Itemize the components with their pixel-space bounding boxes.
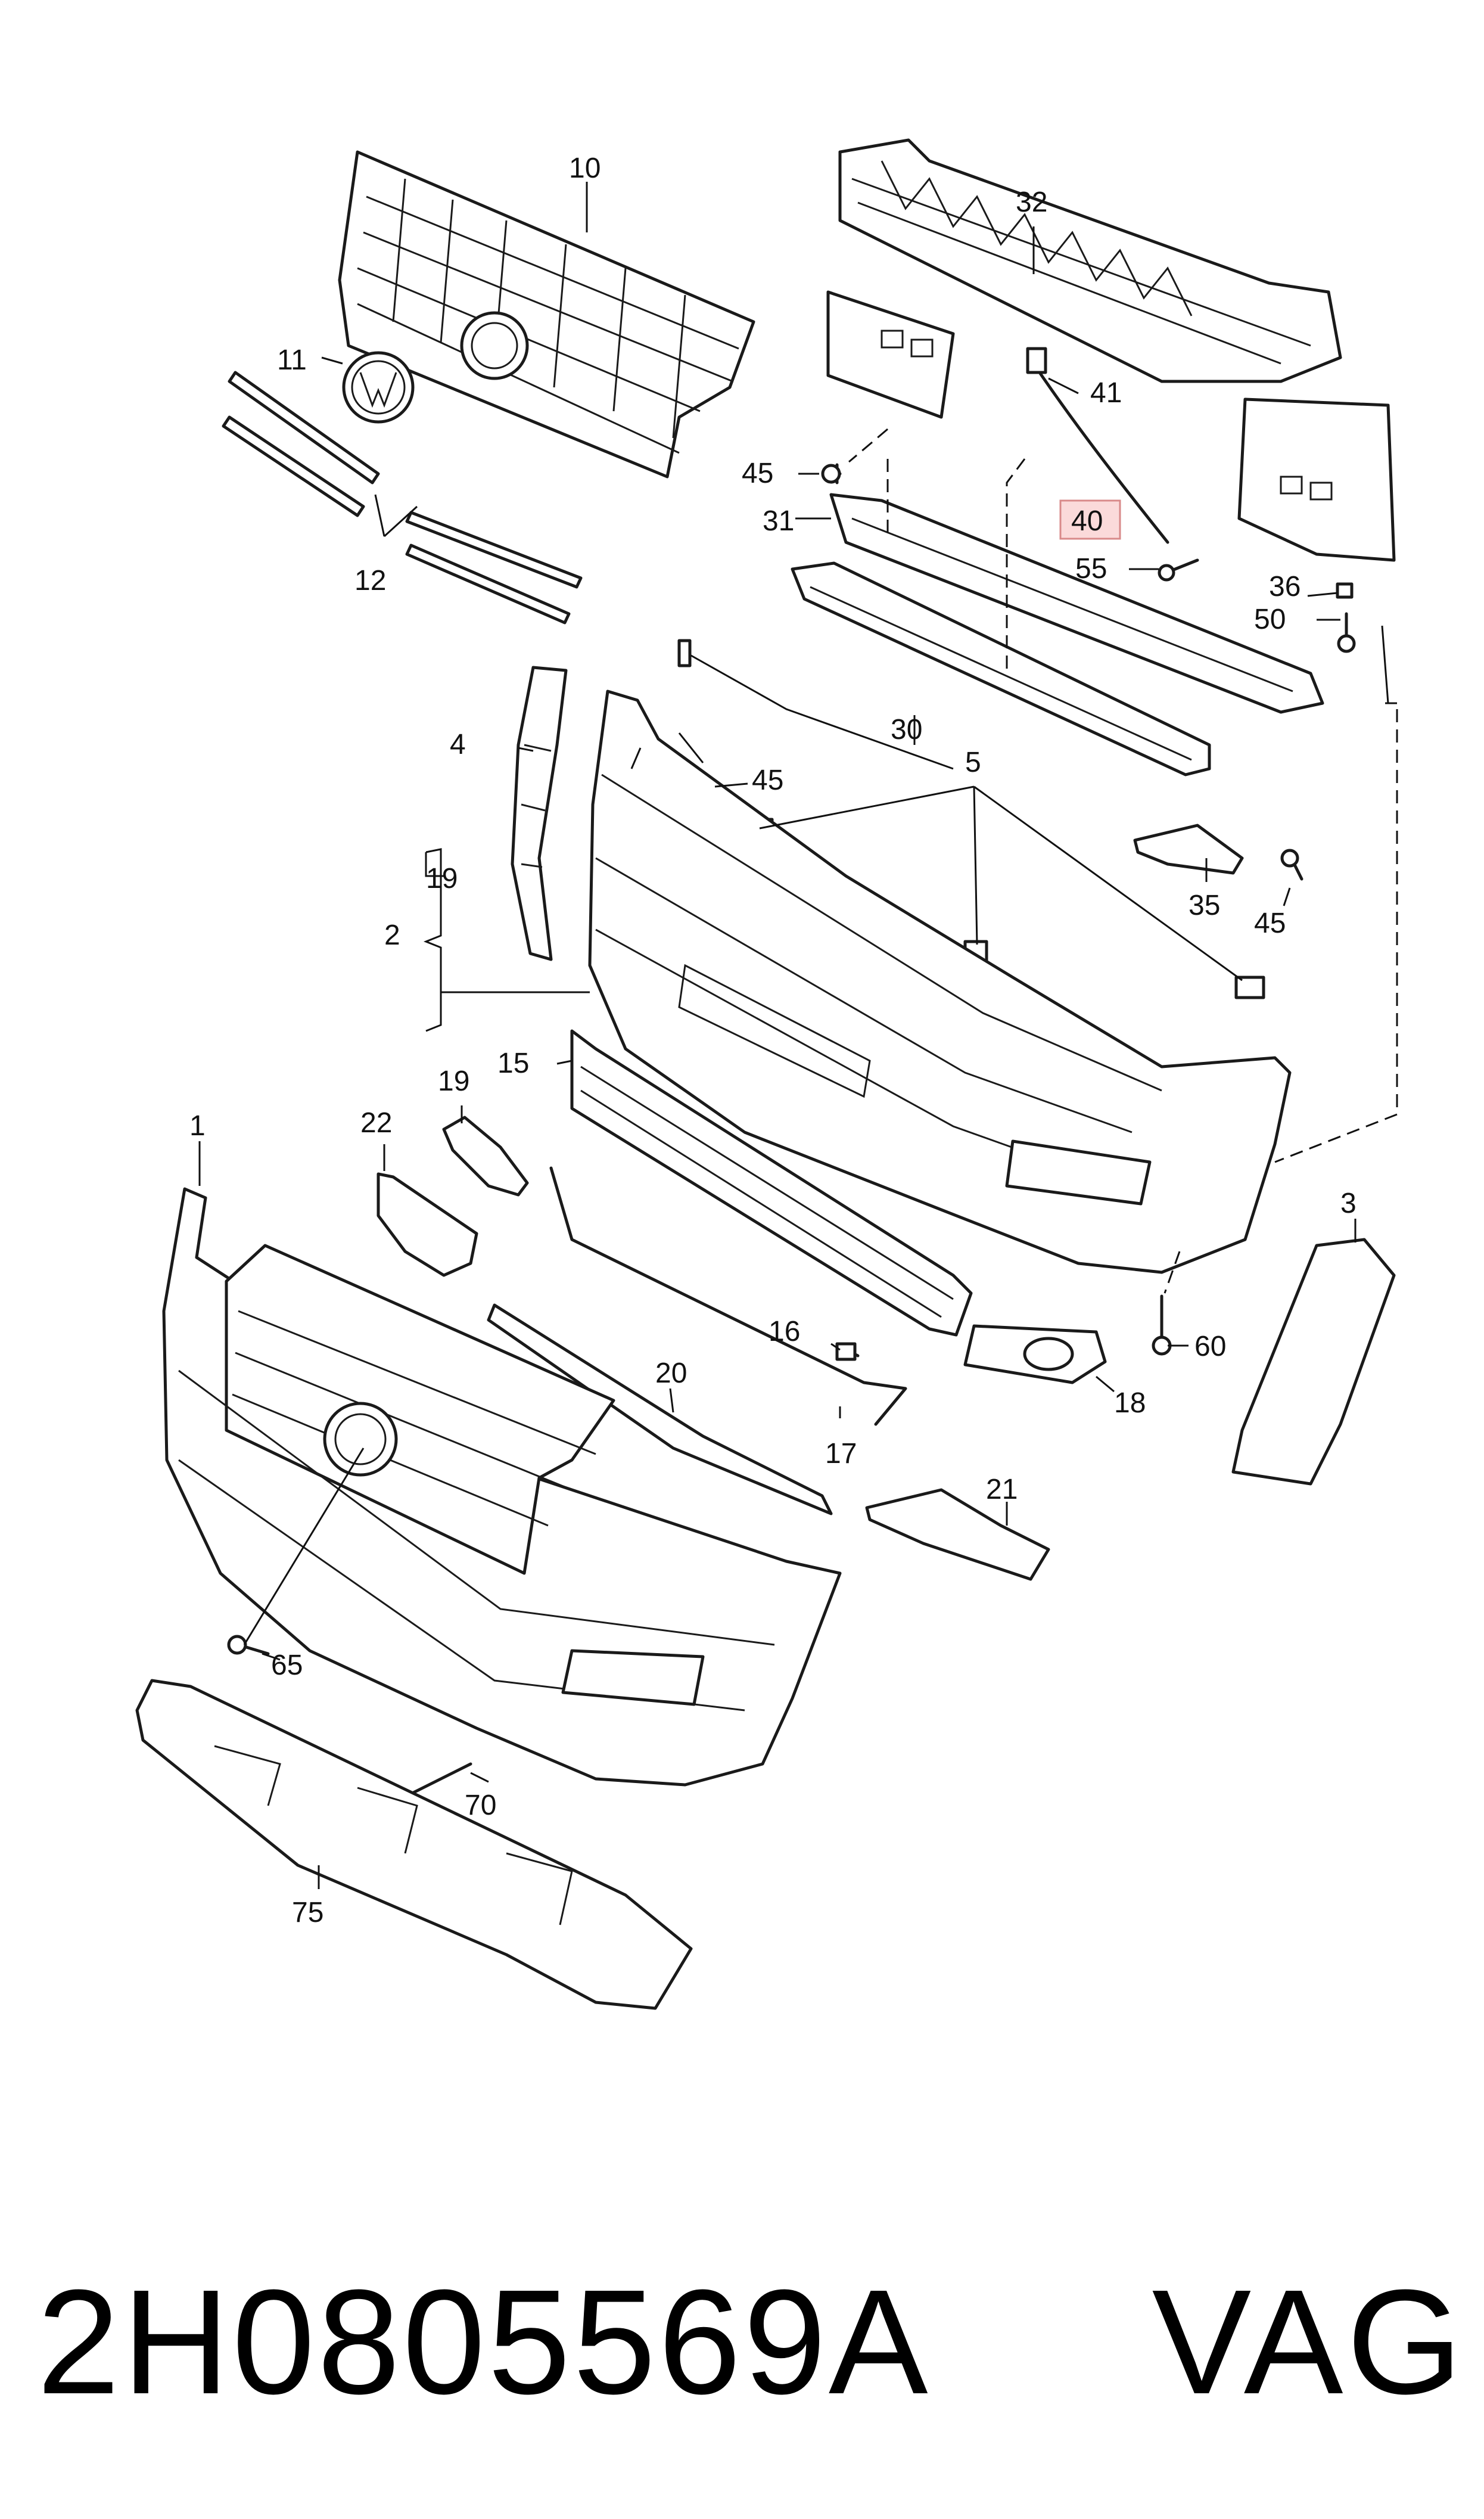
impact-bar-part [829, 493, 1324, 714]
callout-45c: 45 [1254, 908, 1286, 939]
callout-40: 40 [1071, 505, 1103, 537]
bracket-21-part [865, 1488, 1050, 1581]
vw-emblem-part [342, 351, 415, 424]
callout-35: 35 [1189, 890, 1220, 921]
side-panel-part [1231, 1238, 1396, 1486]
upper-grille-part [338, 150, 755, 479]
callout-15: 15 [497, 1048, 529, 1079]
callout-4: 4 [450, 729, 466, 760]
callout-45a: 45 [742, 458, 773, 489]
callout-1: 1 [189, 1110, 206, 1142]
brand-label: VAG [1152, 2259, 1466, 2425]
complete-bumper-assembly-part [162, 1187, 842, 1787]
callout-36: 36 [1269, 571, 1301, 602]
callout-19a: 19 [426, 863, 458, 894]
callout-20: 20 [655, 1358, 687, 1389]
callout-3: 3 [1340, 1188, 1357, 1219]
guide-bracket-part [1133, 824, 1244, 875]
callout-18: 18 [1114, 1387, 1146, 1419]
callout-labels: 10 11 12 32 41 45 31 40 55 36 50 30 5 4 … [189, 153, 1357, 1928]
callout-16: 16 [769, 1316, 800, 1347]
callout-21: 21 [986, 1474, 1018, 1505]
lower-trim-20-part [487, 1303, 833, 1515]
callout-11: 11 [277, 344, 307, 376]
callout-19b: 19 [438, 1066, 469, 1097]
lock-carrier-part [826, 138, 1396, 562]
lower-trim-strip-part [549, 1166, 907, 1426]
side-bracket-part [511, 666, 568, 961]
callout-10: 10 [569, 153, 601, 184]
bracket-22-part [377, 1172, 478, 1277]
callout-65: 65 [271, 1650, 303, 1681]
grille-trim-strips-part [222, 371, 583, 625]
callout-31: 31 [763, 505, 794, 537]
exploded-parts-diagram: 10 11 12 32 41 45 31 40 55 36 50 30 5 4 … [135, 138, 1398, 2010]
callout-50: 50 [1254, 604, 1286, 635]
callout-55: 55 [1075, 553, 1107, 585]
energy-absorber-part [791, 561, 1211, 776]
lower-grille-part [570, 1029, 973, 1337]
callout-75: 75 [292, 1897, 323, 1928]
bracket-19-part [442, 1116, 529, 1197]
highlight-box-40 [1059, 499, 1121, 540]
fog-light-trim-part [963, 1324, 1107, 1384]
callout-30: 30 [891, 714, 922, 746]
callout-17: 17 [825, 1438, 857, 1470]
callout-41: 41 [1090, 377, 1122, 409]
bonnet-release-cable-part [1026, 347, 1169, 544]
callout-5: 5 [965, 747, 981, 778]
callout-32: 32 [1016, 187, 1047, 218]
callout-2: 2 [384, 920, 400, 951]
footer: 2H0805569A VAG [0, 2253, 1484, 2431]
callout-22: 22 [360, 1107, 392, 1139]
skid-plate-part [135, 1679, 693, 2010]
callout-60: 60 [1194, 1331, 1226, 1362]
callout-45b: 45 [752, 765, 783, 796]
bumper-cover-part [588, 689, 1292, 1274]
leader-lines [198, 182, 1398, 1889]
part-number: 2H0805569A [37, 2259, 931, 2425]
callout-70: 70 [465, 1790, 496, 1821]
callout-12: 12 [354, 565, 386, 597]
